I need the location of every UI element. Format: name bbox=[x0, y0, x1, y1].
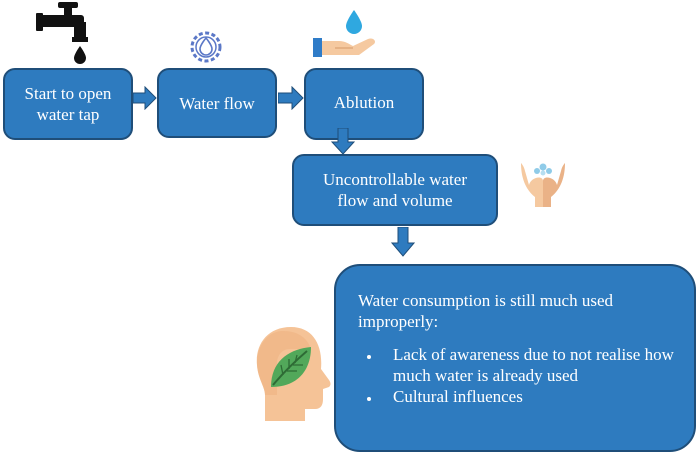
node-open-water-tap: Start to open water tap bbox=[3, 68, 133, 140]
node-uncontrollable-label: Uncontrollable water flow and volume bbox=[323, 170, 467, 210]
node-water-flow: Water flow bbox=[157, 68, 277, 138]
water-consumption-heading: Water consumption is still much used imp… bbox=[358, 291, 614, 331]
head-leaf-icon bbox=[256, 327, 331, 421]
arrow-ablution-to-uncontrollable bbox=[331, 128, 355, 155]
water-consumption-list: Lack of awareness due to not realise how… bbox=[358, 344, 678, 407]
list-item: Cultural influences bbox=[381, 386, 678, 407]
node-water-flow-label: Water flow bbox=[179, 93, 255, 113]
water-drop-gear-icon bbox=[190, 31, 222, 63]
node-water-consumption: Water consumption is still much used imp… bbox=[334, 264, 696, 452]
arrow-uncontrollable-to-consumption bbox=[391, 227, 415, 257]
arrow-flow-to-ablution bbox=[278, 86, 304, 110]
cupped-hands-water-icon bbox=[521, 163, 565, 207]
node-uncontrollable-water-flow: Uncontrollable water flow and volume bbox=[292, 154, 498, 226]
water-tap-icon bbox=[36, 2, 88, 64]
node-ablution: Ablution bbox=[304, 68, 424, 140]
list-item: Lack of awareness due to not realise how… bbox=[381, 344, 678, 386]
node-ablution-label: Ablution bbox=[333, 93, 395, 112]
hand-water-drop-icon bbox=[313, 10, 376, 57]
water-consumption-content: Water consumption is still much used imp… bbox=[358, 290, 678, 407]
node-open-water-tap-label: Start to open water tap bbox=[24, 84, 112, 124]
arrow-open-tap-to-flow bbox=[133, 86, 157, 110]
